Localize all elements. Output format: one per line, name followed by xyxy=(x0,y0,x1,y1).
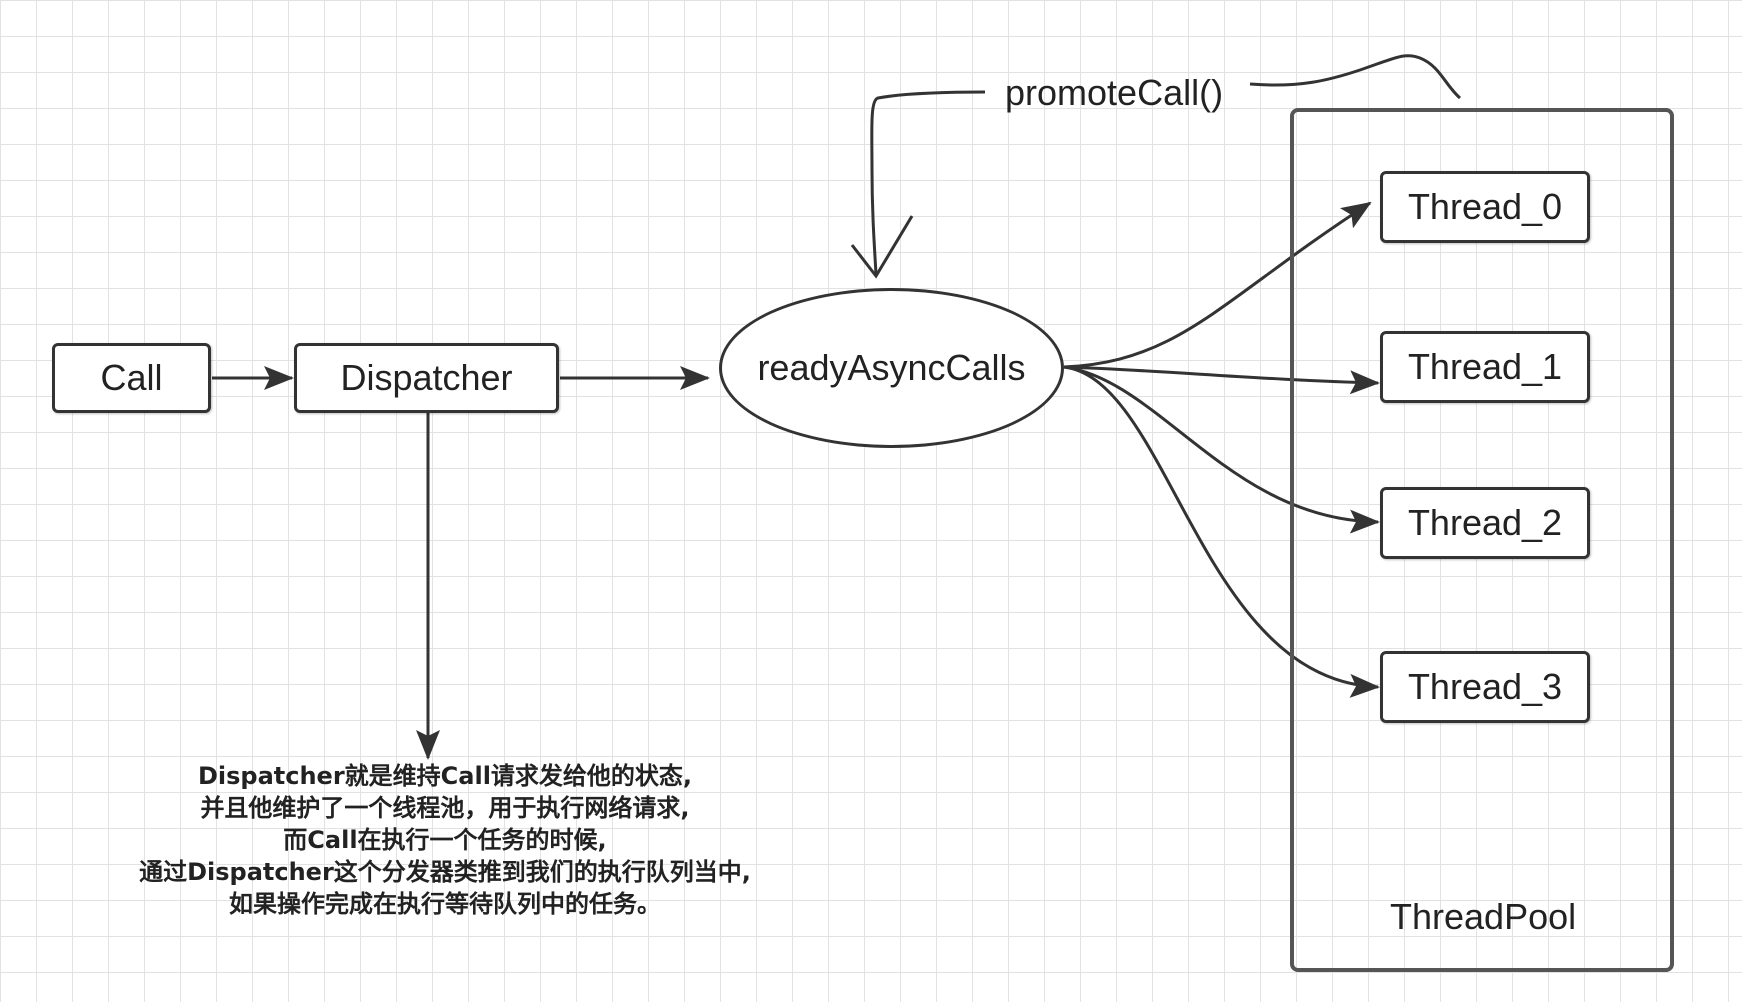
annotation-line-2: 并且他维护了一个线程池，用于执行网络请求, xyxy=(200,794,690,822)
arrow-ready-to-thread-2 xyxy=(1063,365,1380,534)
thread-pool-container xyxy=(1290,108,1674,972)
call-node: Call xyxy=(52,343,211,413)
line-promote-call-from-pool xyxy=(1249,54,1462,100)
thread-0-node: Thread_0 xyxy=(1380,171,1590,243)
thread-2-node: Thread_2 xyxy=(1380,487,1590,559)
arrow-ready-to-thread-3 xyxy=(1063,365,1380,698)
arrow-ready-to-thread-1 xyxy=(1063,365,1380,395)
arrow-promote-call-to-ready xyxy=(870,90,986,275)
arrow-promote-call-head xyxy=(850,215,914,279)
annotation-line-3: 而Call在执行一个任务的时候, xyxy=(283,826,607,854)
annotation-line-5: 如果操作完成在执行等待队列中的任务。 xyxy=(229,890,661,918)
ready-async-calls-node: readyAsyncCalls xyxy=(719,288,1064,448)
annotation-line-1: Dispatcher就是维持Call请求发给他的状态, xyxy=(197,762,693,790)
annotation-line-4: 通过Dispatcher这个分发器类推到我们的执行队列当中, xyxy=(139,858,751,886)
dispatcher-node: Dispatcher xyxy=(294,343,559,413)
arrow-ready-to-thread-0 xyxy=(1063,201,1372,369)
thread-1-node: Thread_1 xyxy=(1380,331,1590,403)
dispatcher-annotation: Dispatcher就是维持Call请求发给他的状态, 并且他维护了一个线程池，… xyxy=(110,760,780,920)
thread-3-node: Thread_3 xyxy=(1380,651,1590,723)
promote-call-label: promoteCall() xyxy=(1005,72,1224,113)
thread-pool-label: ThreadPool xyxy=(1390,896,1577,937)
